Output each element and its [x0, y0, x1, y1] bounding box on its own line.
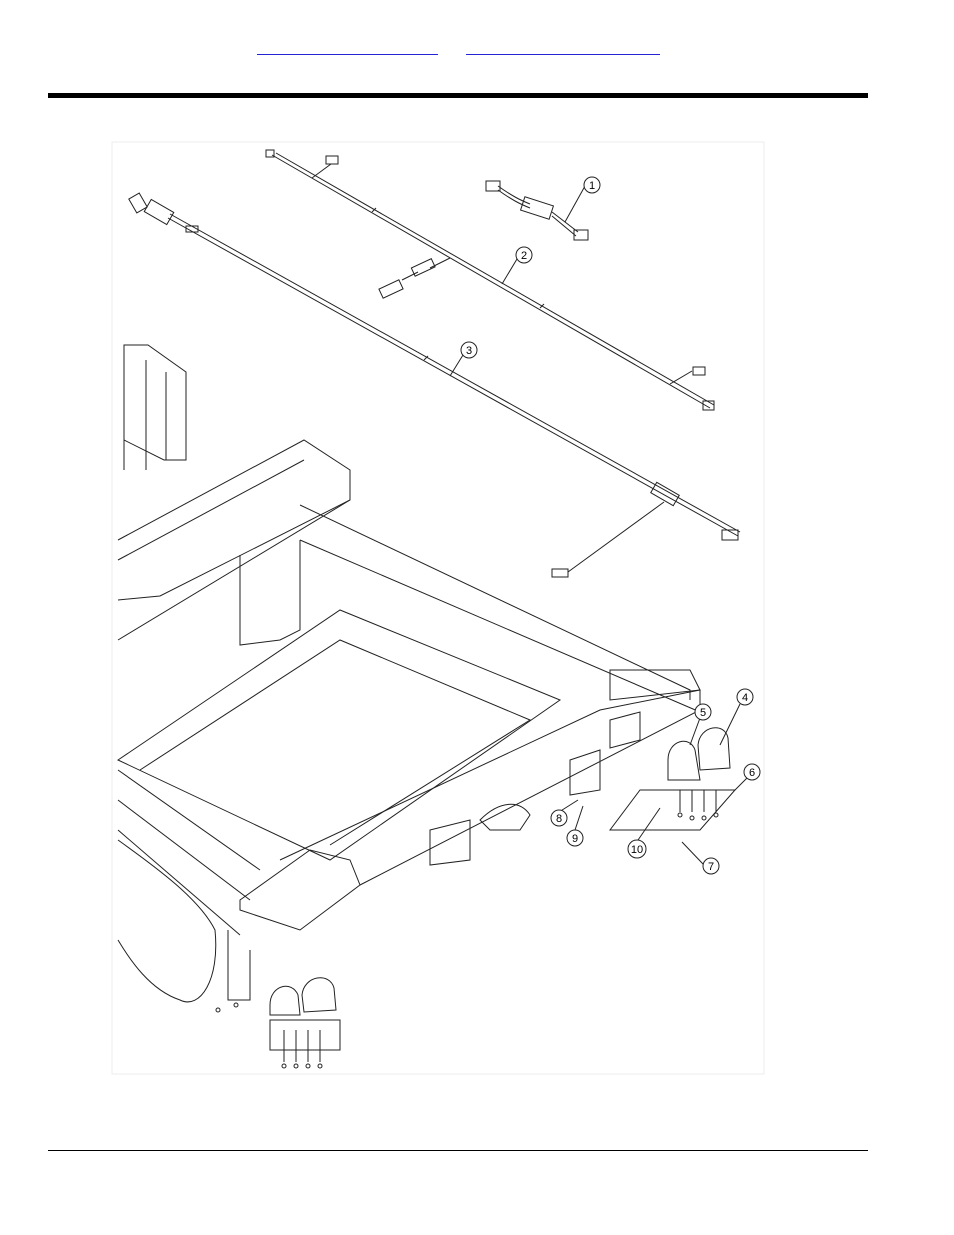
callout-1: 1 [584, 177, 600, 193]
callout-4: 4 [737, 689, 753, 705]
callout-7-label: 7 [708, 861, 714, 873]
callout-6-label: 6 [749, 767, 755, 779]
callout-10-label: 10 [631, 844, 643, 856]
callout-10: 10 [628, 840, 646, 858]
main-frame [118, 440, 700, 1002]
callout-8: 8 [551, 810, 567, 826]
callout-9: 9 [567, 830, 583, 846]
callout-2-label: 2 [521, 250, 527, 262]
callout-5-label: 5 [700, 707, 706, 719]
light-assembly-left [216, 978, 340, 1068]
callout-5: 5 [695, 704, 711, 720]
callout-3: 3 [461, 342, 477, 358]
harness-3 [129, 193, 740, 577]
callout-3-label: 3 [466, 345, 472, 357]
frame-post [124, 345, 186, 470]
callout-8-label: 8 [556, 813, 562, 825]
callout-6: 6 [744, 764, 760, 780]
callout-7: 7 [703, 858, 719, 874]
callout-9-label: 9 [572, 833, 578, 845]
harness-1 [486, 181, 588, 240]
callout-1-label: 1 [589, 180, 595, 192]
callout-2: 2 [516, 247, 532, 263]
footer-rule [48, 1150, 868, 1151]
callout-4-label: 4 [742, 692, 748, 704]
harness-2 [266, 150, 714, 410]
